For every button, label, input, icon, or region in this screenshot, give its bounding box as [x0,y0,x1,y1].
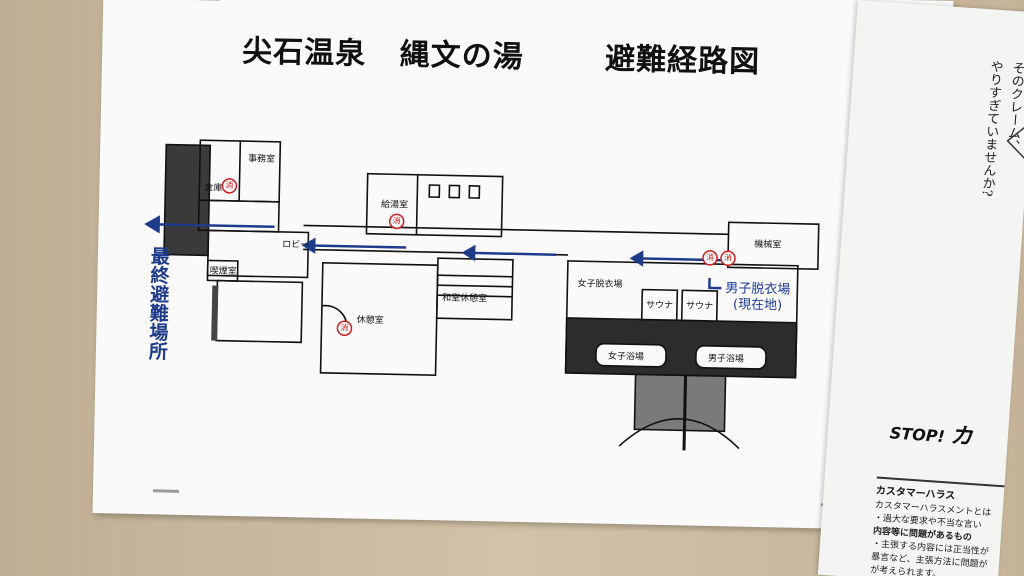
extinguisher-icon: 消 [340,323,349,333]
womens-bath-tub [595,342,667,368]
extinguisher-icon: 消 [705,252,715,262]
current-location-room: 男子脱衣場 [725,281,791,298]
room-label-mens-bath: 男子浴場 [707,353,745,365]
hexagon-icon [1006,123,1024,161]
customer-harassment-poster: そのクレーム、 やりすぎていませんか? STOP! カ カスタマーハラス カスタ… [817,0,1024,576]
room-label-sauna-left: サウナ [645,300,674,312]
poster-vertical-headline: そのクレーム、 やりすぎていませんか? [961,59,1024,391]
room-label-sauna-right: サウナ [685,301,714,312]
machine-room [727,221,820,270]
japanese-rest-room [435,257,514,321]
room-label-office: 事務室 [247,154,276,165]
current-location-marker: (現在地) [732,297,783,314]
evacuation-map-sheet: 尖石温泉 縄文の湯 避難経路図 [92,0,954,531]
kitchen-room [365,172,504,238]
room-label-storage: 倉庫 [204,183,223,194]
room-label-japanese-rest: 和室休憩室 [442,293,488,305]
room-label-machine: 機械室 [754,239,782,251]
evacuation-route [144,215,724,290]
extinguisher-icon: 消 [392,216,401,226]
stop-prefix: STOP! [889,423,946,447]
extinguisher-marks [221,178,736,337]
room-label-womens-changing: 女子脱衣場 [577,279,623,291]
rest-room [319,261,439,377]
room-label-kitchen: 給湯室 [380,200,409,211]
current-location-label: 男子脱衣場 (現在地) [724,281,791,315]
stop-word: カ [949,423,974,451]
sauna-right [680,289,719,322]
room-label-rest: 休憩室 [356,315,384,327]
room-label-lobby: ロビー [282,239,310,251]
extinguisher-icon: 消 [225,180,234,190]
room-label-womens-bath: 女子浴場 [607,351,645,363]
sauna-left [640,288,679,322]
floor-plan [144,139,820,451]
outdoor-bath [633,373,727,433]
stop-heading: STOP! カ [889,413,974,451]
final-evacuation-site-label: 最終避難場所 [145,246,171,361]
room-label-smoking: 喫煙室 [209,266,237,278]
lobby-area [206,229,310,279]
lobby-lower [215,279,304,344]
mens-bath-tub [695,345,767,370]
extinguisher-icon: 消 [723,253,733,263]
